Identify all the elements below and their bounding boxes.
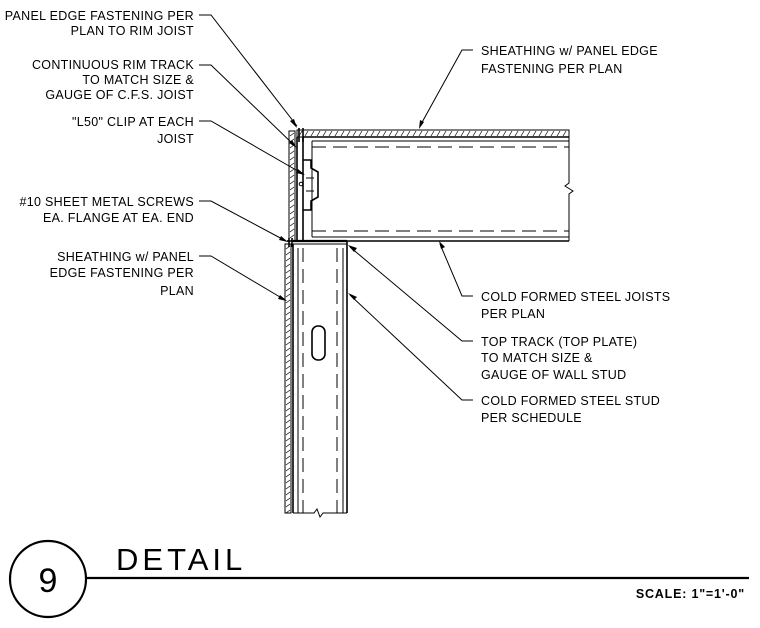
wall-sheathing: [284, 243, 292, 514]
svg-text:COLD FORMED STEEL STUD: COLD FORMED STEEL STUD: [481, 394, 660, 408]
svg-text:TO MATCH SIZE &: TO MATCH SIZE &: [82, 73, 194, 87]
svg-text:FASTENING PER PLAN: FASTENING PER PLAN: [481, 62, 623, 76]
svg-text:CONTINUOUS RIM TRACK: CONTINUOUS RIM TRACK: [32, 58, 194, 72]
top-track: [293, 239, 348, 250]
scale-note: SCALE: 1"=1'-0": [636, 587, 745, 601]
detail-title: DETAIL: [116, 542, 246, 577]
svg-text:EA. FLANGE AT EA. END: EA. FLANGE AT EA. END: [43, 211, 194, 225]
floor-joist: [300, 136, 574, 242]
note-sheet-metal-screws: #10 SHEET METAL SCREWS EA. FLANGE AT EA.…: [20, 195, 194, 225]
l50-clip: [298, 159, 319, 211]
svg-text:JOIST: JOIST: [157, 132, 194, 146]
note-floor-sheathing: SHEATHING w/ PANEL EDGE FASTENING PER PL…: [481, 44, 658, 76]
svg-text:SHEATHING w/ PANEL EDGE: SHEATHING w/ PANEL EDGE: [481, 44, 658, 58]
rim-track: [296, 136, 304, 241]
rim-sheathing: [288, 130, 296, 242]
note-wall-sheathing: SHEATHING w/ PANEL EDGE FASTENING PER PL…: [50, 250, 194, 298]
note-rim-track: CONTINUOUS RIM TRACK TO MATCH SIZE & GAU…: [32, 58, 194, 102]
svg-text:SHEATHING w/ PANEL: SHEATHING w/ PANEL: [57, 250, 194, 264]
svg-text:TO MATCH SIZE &: TO MATCH SIZE &: [481, 351, 593, 365]
note-panel-edge-fastening: PANEL EDGE FASTENING PER PLAN TO RIM JOI…: [5, 9, 194, 38]
svg-text:GAUGE OF C.F.S. JOIST: GAUGE OF C.F.S. JOIST: [45, 88, 194, 102]
note-top-track: TOP TRACK (TOP PLATE) TO MATCH SIZE & GA…: [481, 335, 637, 382]
svg-text:PER SCHEDULE: PER SCHEDULE: [481, 411, 582, 425]
floor-sheathing: [296, 129, 570, 138]
note-cfs-joists: COLD FORMED STEEL JOISTS PER PLAN: [481, 290, 670, 321]
note-cfs-stud: COLD FORMED STEEL STUD PER SCHEDULE: [481, 394, 660, 425]
svg-text:PER PLAN: PER PLAN: [481, 307, 545, 321]
svg-text:#10 SHEET METAL SCREWS: #10 SHEET METAL SCREWS: [20, 195, 194, 209]
svg-text:GAUGE OF WALL STUD: GAUGE OF WALL STUD: [481, 368, 626, 382]
svg-text:PLAN: PLAN: [160, 284, 194, 298]
wall-stud: [292, 244, 348, 519]
fasteners: [287, 128, 304, 247]
svg-text:PLAN TO RIM JOIST: PLAN TO RIM JOIST: [71, 24, 194, 38]
svg-text:TOP TRACK (TOP PLATE): TOP TRACK (TOP PLATE): [481, 335, 637, 349]
leader-lines: [199, 14, 473, 401]
svg-text:"L50" CLIP AT EACH: "L50" CLIP AT EACH: [72, 115, 194, 129]
svg-text:COLD FORMED STEEL JOISTS: COLD FORMED STEEL JOISTS: [481, 290, 670, 304]
svg-text:EDGE FASTENING PER: EDGE FASTENING PER: [50, 266, 194, 280]
note-l50-clip: "L50" CLIP AT EACH JOIST: [72, 115, 194, 146]
svg-text:PANEL EDGE FASTENING PER: PANEL EDGE FASTENING PER: [5, 9, 194, 23]
title-block: 9 DETAIL SCALE: 1"=1'-0": [8, 539, 749, 619]
detail-number: 9: [39, 562, 58, 600]
